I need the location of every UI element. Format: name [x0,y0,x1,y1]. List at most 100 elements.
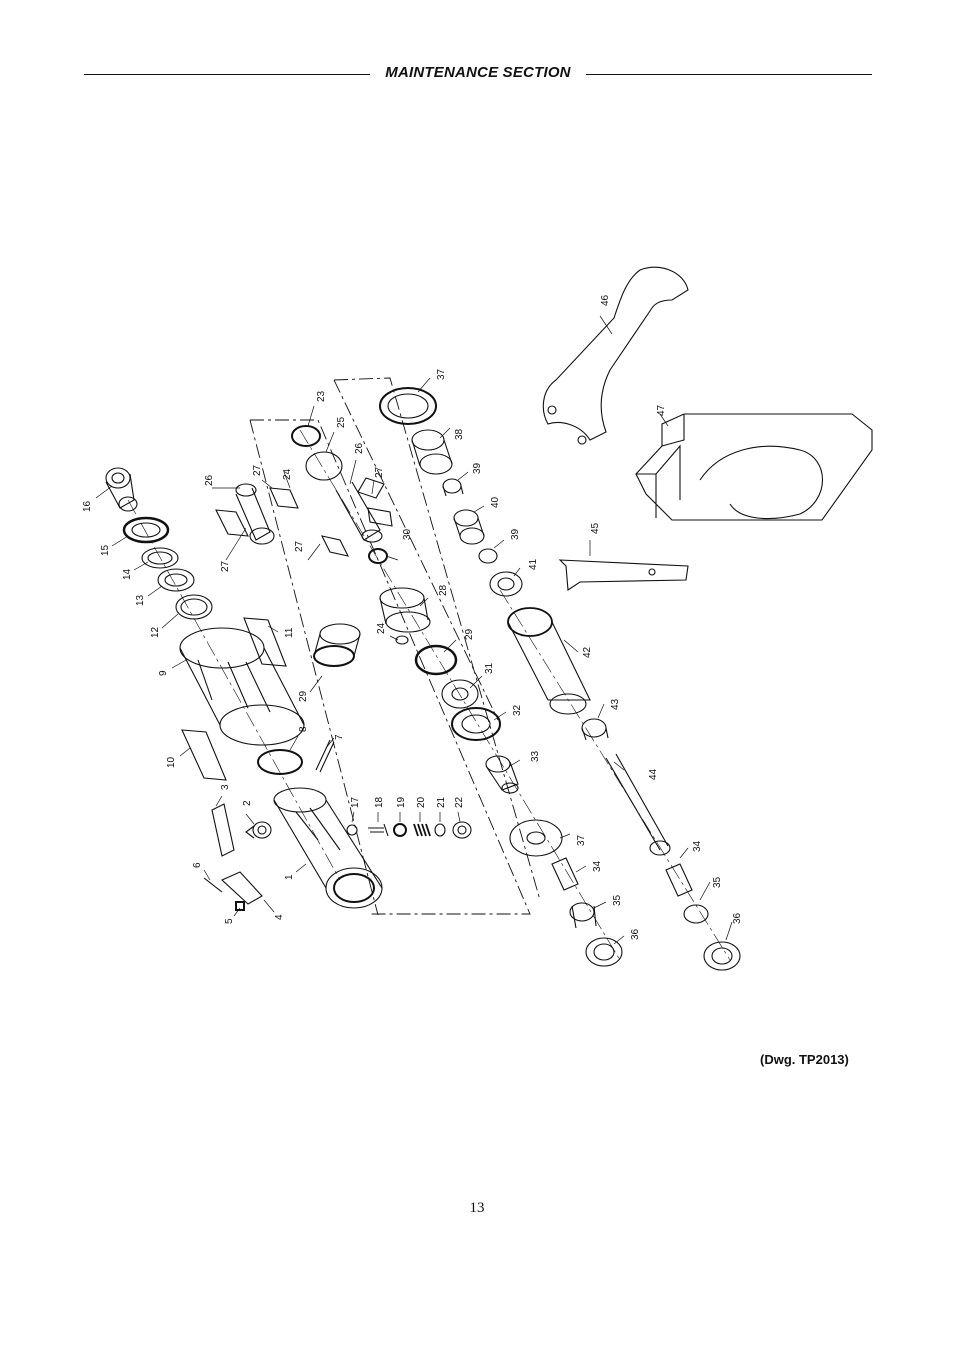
part-36-nut [585,937,623,967]
callout-25: 25 [336,416,347,428]
callout-38: 38 [454,428,465,440]
callout-42: 42 [582,646,593,658]
part-9-sleeve [179,627,305,746]
callout-33: 33 [530,750,541,762]
callout-23: 23 [316,390,327,402]
part-24-pin [395,635,409,645]
part-43-bearing [581,718,609,741]
callout-3: 3 [220,784,231,790]
part-19-seat [393,823,407,837]
part-46-wrench [542,266,689,441]
callout-1: 1 [284,874,295,880]
callout-34: 34 [592,860,603,872]
callout-19: 19 [396,796,407,808]
part-23-bearing [291,425,321,447]
axis-line-housing [127,499,341,881]
callout-29: 29 [464,628,475,640]
callout-37: 37 [576,834,587,846]
callout-32: 32 [512,704,523,716]
callout-5: 5 [224,918,235,924]
part-28-cylinder [379,587,431,633]
callout-27: 27 [220,560,231,572]
part-39-bearing [442,478,464,497]
callout-8: 8 [298,726,309,732]
part-41-bearing [489,571,523,597]
callout-41: 41 [528,558,539,570]
part-38-spacer [411,429,453,475]
callout-43: 43 [610,698,621,710]
part-27-blade [215,509,249,537]
callout-4: 4 [274,914,285,920]
part-35-nut [683,904,709,924]
part-13-washer [157,568,195,592]
part-1-housing [273,787,383,909]
part-45-wrench [558,559,689,591]
part-14-washer [141,547,179,569]
part-27-blade [320,535,350,557]
part-31-bearing [441,679,479,709]
part-25-endplate [305,451,343,481]
callout-labels: 16 15 14 13 12 9 10 11 29 8 7 1 2 3 4 5 … [82,294,743,940]
callout-13: 13 [135,594,146,606]
callout-27: 27 [374,466,385,478]
part-40-spacer [453,509,485,545]
callout-39: 39 [510,528,521,540]
callout-10: 10 [166,756,177,768]
part-27-blade [269,487,299,509]
part-20-spring [413,823,431,837]
assembly-boundary-head [333,377,541,901]
part-8-oring [257,749,303,775]
callout-47: 47 [656,404,667,416]
part-34-collet [551,857,579,891]
part-46-wrench-pin [577,435,587,445]
callout-24: 24 [376,622,387,634]
axis-line-spindle [499,589,731,961]
part-10-shield [181,729,227,781]
part-32-ring-nut [451,707,501,741]
callout-30: 30 [402,528,413,540]
part-27-blade [357,477,385,499]
section-header: MAINTENANCE SECTION [84,62,872,86]
callout-26: 26 [354,442,365,454]
callout-6: 6 [192,862,203,868]
axis-line-motor [299,429,621,961]
part-29-seal [313,623,361,667]
part-42-spindle-housing [507,607,591,715]
part-2-valve [245,821,272,839]
part-30-bearing [368,548,388,564]
part-47-block [635,413,873,521]
part-29-bearing-plate [414,644,458,676]
part-37-seal [379,387,437,425]
callout-11: 11 [284,627,295,638]
callout-45: 45 [590,522,601,534]
callout-34: 34 [692,840,703,852]
callout-36: 36 [732,912,743,924]
callout-9: 9 [158,670,169,676]
callout-14: 14 [122,568,133,580]
part-46-wrench-pin [547,405,557,415]
leader-lines [95,315,733,945]
part-26-rotor-right [335,481,383,543]
callout-27: 27 [294,540,305,552]
callout-27: 27 [252,464,263,476]
section-title: MAINTENANCE SECTION [385,64,571,81]
callout-24: 24 [282,468,293,480]
part-4-throttle [221,871,263,905]
part-11-shield [243,617,287,667]
part-37-cap [509,819,563,857]
part-45-wrench-hole [648,568,656,576]
part-26-rotor-left [235,483,275,545]
part-44-spindle [605,753,671,856]
callout-35: 35 [612,894,623,906]
part-22-cap [452,821,472,839]
callout-31: 31 [484,662,495,674]
callout-21: 21 [436,796,447,808]
callout-22: 22 [454,796,465,808]
part-21-oring [434,823,446,837]
callout-16: 16 [82,500,93,512]
part-39-bearing [478,548,498,564]
part-7-pin [315,739,335,773]
part-6-pin [203,877,223,893]
callout-35: 35 [712,876,723,888]
